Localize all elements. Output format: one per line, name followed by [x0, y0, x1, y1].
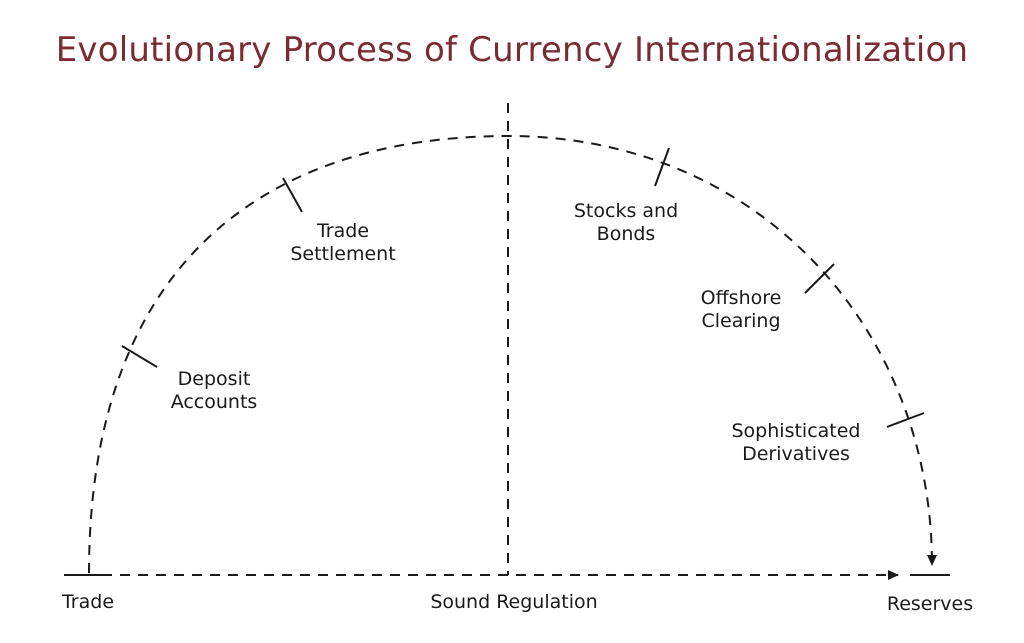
stage-label-line: Derivatives: [742, 443, 850, 465]
stage-label-line: Stocks and: [573, 200, 679, 222]
stage-label-deposit-accounts: Deposit Accounts: [152, 368, 276, 414]
stage-label-line: Offshore: [700, 287, 782, 309]
axis-label-sound-regulation: Sound Regulation: [430, 591, 598, 613]
stage-label-line: Trade: [316, 220, 370, 242]
axis-label-trade: Trade: [61, 591, 115, 613]
stage-label-offshore-clearing: Offshore Clearing: [682, 287, 800, 333]
stage-label-sophisticated-derivatives: Sophisticated Derivatives: [710, 420, 882, 466]
stage-label-trade-settlement: Trade Settlement: [276, 220, 410, 266]
stage-label-line: Bonds: [596, 223, 656, 245]
stage-label-line: Accounts: [170, 391, 258, 413]
tick-offshore-clearing: [804, 263, 835, 294]
evolution-arc: [88, 134, 937, 574]
axis-label-reserves: Reserves: [886, 593, 974, 615]
diagram-title: Evolutionary Process of Currency Interna…: [55, 30, 969, 70]
tick-deposit-accounts: [121, 345, 158, 368]
stage-label-line: Deposit: [177, 368, 251, 390]
tick-sophisticated-derivatives: [886, 412, 925, 428]
tick-stocks-and-bonds: [654, 147, 670, 187]
stage-label-line: Sophisticated: [731, 420, 861, 442]
tick-trade-settlement: [282, 177, 303, 213]
stage-label-line: Settlement: [290, 243, 396, 265]
stage-label-line: Clearing: [701, 310, 781, 332]
stage-label-stocks-and-bonds: Stocks and Bonds: [556, 200, 696, 246]
